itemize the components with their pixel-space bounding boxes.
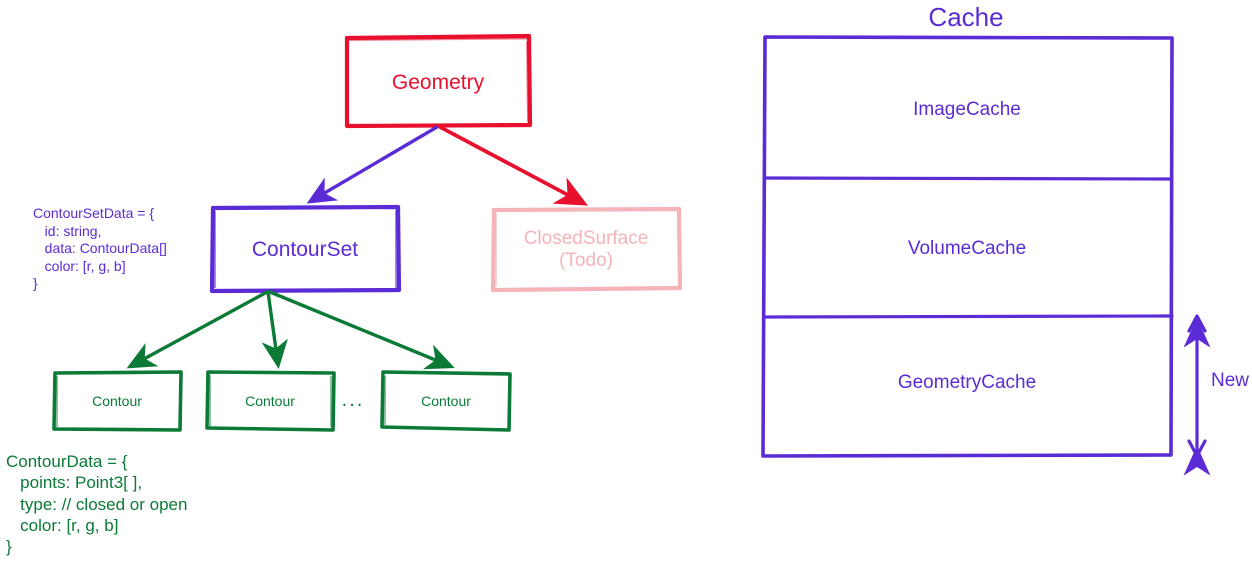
- arrow-geometry-to-closedsurface: [438, 125, 589, 206]
- contour-box-2-outline: [205, 370, 336, 432]
- contour-box-3-outline: [380, 370, 512, 432]
- contourset-box-outline: [209, 204, 402, 294]
- contour-box-1-outline: [52, 370, 183, 432]
- arrow-contourset-to-contour-1: [126, 290, 269, 369]
- contourdata-code-block: ContourData = { points: Point3[ ], type:…: [6, 452, 188, 556]
- contoursetdata-code-block: ContourSetData = { id: string, data: Con…: [33, 205, 167, 291]
- closedsurface-box-outline: [490, 206, 683, 293]
- cache-divider-1: [762, 176, 1174, 181]
- cache-divider-2: [762, 314, 1174, 319]
- cache-box-outline: [761, 35, 1174, 458]
- new-range-arrowhead-top: [1187, 314, 1207, 333]
- arrow-geometry-to-contourset: [306, 125, 439, 204]
- new-range-arrowhead-bottom: [1187, 439, 1207, 458]
- arrow-contourset-to-contour-3: [268, 290, 455, 370]
- geometry-box-outline: [344, 33, 533, 129]
- arrow-contourset-to-contour-2: [261, 290, 288, 370]
